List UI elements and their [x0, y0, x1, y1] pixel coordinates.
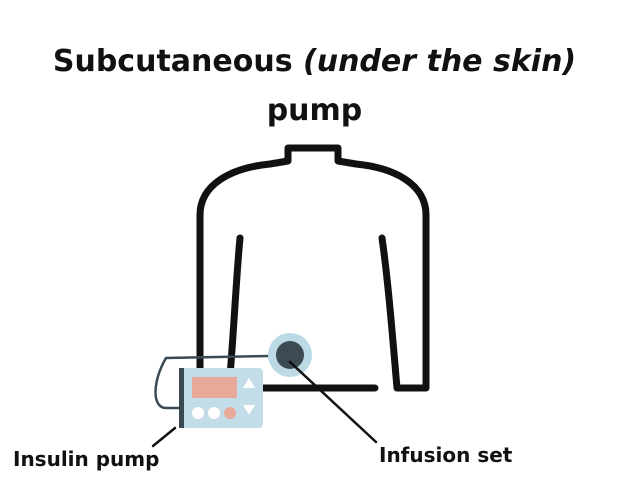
pump-tubing	[154, 354, 272, 410]
pump-button-3	[224, 407, 236, 419]
diagram-title-line-1: Subcutaneous (under the skin)	[0, 43, 629, 81]
title-main-text: Subcutaneous	[52, 44, 303, 79]
pump-side-stripe	[179, 368, 184, 428]
infusion-set-center	[276, 341, 304, 369]
diagram-title-line-2: pump	[266, 93, 363, 128]
label-infusion-set: Infusion set	[379, 443, 513, 467]
leader-line-insulin-pump	[151, 426, 177, 448]
pump-up-arrow-icon	[243, 378, 255, 388]
label-insulin-pump: Insulin pump	[13, 447, 160, 471]
pump-down-arrow-icon	[243, 405, 255, 415]
left-arm-inner-line	[225, 234, 244, 392]
torso-outline	[196, 144, 430, 392]
insulin-pump-device	[179, 368, 263, 428]
pump-button-2	[208, 407, 220, 419]
pump-screen	[192, 377, 237, 398]
leader-line-infusion-set	[288, 360, 378, 444]
title-italic-text: (under the skin)	[303, 44, 577, 79]
pump-button-1	[192, 407, 204, 419]
